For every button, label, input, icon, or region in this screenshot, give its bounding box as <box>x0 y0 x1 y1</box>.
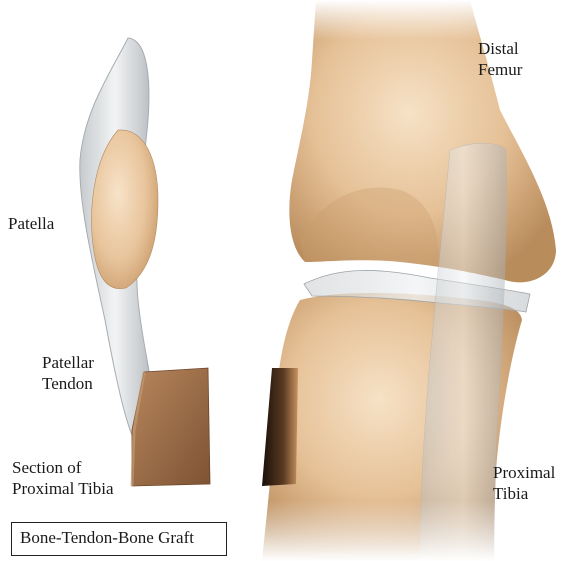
label-patella: Patella <box>8 213 54 234</box>
label-section-of-proximal-tibia: Section of Proximal Tibia <box>12 457 114 499</box>
label-distal-femur-line1: Distal <box>478 38 522 59</box>
label-patellar-tendon-line1: Patellar <box>42 352 94 373</box>
label-patellar-tendon-line2: Tendon <box>42 373 94 394</box>
label-patellar-tendon: Patellar Tendon <box>42 352 94 394</box>
label-distal-femur: Distal Femur <box>478 38 522 80</box>
label-section-tibia-line2: Proximal Tibia <box>12 478 114 499</box>
label-proximal-tibia-line2: Tibia <box>493 483 555 504</box>
caption-text: Bone-Tendon-Bone Graft <box>20 528 194 548</box>
label-proximal-tibia-line1: Proximal <box>493 462 555 483</box>
label-section-tibia-line1: Section of <box>12 457 114 478</box>
caption-box: Bone-Tendon-Bone Graft <box>11 522 227 556</box>
graft-illustration <box>80 38 210 486</box>
graft-harvest-slot <box>262 368 298 486</box>
label-patella-text: Patella <box>8 214 54 233</box>
label-proximal-tibia: Proximal Tibia <box>493 462 555 504</box>
label-distal-femur-line2: Femur <box>478 59 522 80</box>
tibia-bone-block <box>132 368 210 486</box>
